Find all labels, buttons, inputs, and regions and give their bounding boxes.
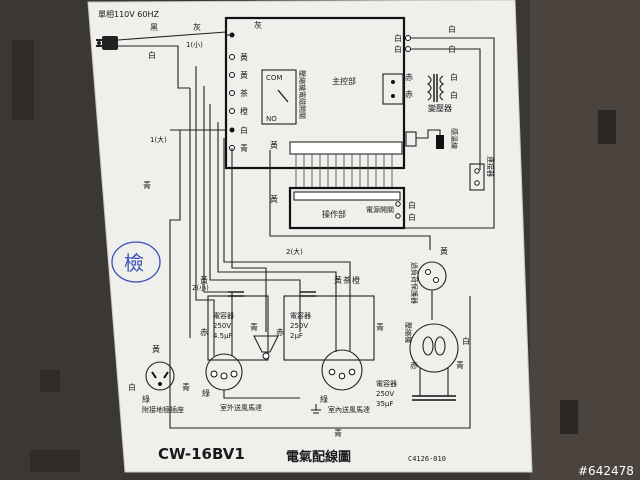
black-wire-label: 黑 — [150, 23, 158, 32]
gray-terminal-label: 灰 — [254, 20, 262, 30]
outdoor-fan-label: 室外送風馬達 — [220, 403, 262, 412]
terminal-yellow-2-label: 黃 — [240, 70, 248, 80]
outlet-label: 附接地極插座 — [142, 405, 184, 414]
outdoor-cap-label: 電容器 — [213, 311, 234, 320]
ribbon-connector — [289, 141, 403, 155]
right-white-label: 白 — [448, 24, 456, 34]
switch-white-2-label: 白 — [408, 212, 416, 222]
wire-code-1-small: 1(小) — [186, 40, 203, 49]
grounded-outlet-icon — [145, 361, 175, 391]
outlet-yellow-label: 黃 — [152, 344, 160, 354]
power-supply-text: 單相110V 60HZ — [98, 9, 159, 19]
ribbon-wires — [295, 154, 393, 188]
indoor-cap-label: 電容器 — [290, 311, 311, 320]
operation-panel — [288, 186, 406, 230]
outdoor-cap-uf: 4.5μF — [213, 332, 233, 340]
overload-label: 過負荷保護器 — [410, 262, 419, 304]
indoor-fan-motor-icon — [321, 349, 363, 391]
indoor-capacitor — [283, 295, 375, 361]
relay-yellow-label: 黃 — [270, 140, 278, 150]
relay-title: 壓縮機電磁開關 — [298, 70, 307, 119]
indoor-yellow-label: 黃 — [334, 275, 342, 285]
transformer-red-2-label: 赤 — [405, 90, 413, 99]
outdoor-yellow-label: 黃 — [200, 275, 208, 285]
compressor-motor-icon — [409, 323, 459, 373]
compressor-label: 壓縮機 — [404, 322, 413, 343]
comp-red-label: 赤 — [410, 361, 418, 370]
indoor-green-label: 綠 — [320, 394, 328, 404]
comp-blue-label: 青 — [456, 360, 464, 370]
indoor-cap-uf: 2μF — [290, 332, 303, 340]
indoor-cap-volts: 250V — [290, 322, 308, 330]
switch-white-label: 白 — [408, 200, 416, 210]
indoor-brown-label: 茶 — [343, 275, 351, 285]
gray-wire-label: 灰 — [193, 22, 201, 32]
indoor-red-label: 赤 — [276, 328, 284, 337]
model-number: CW-16BV1 — [158, 445, 245, 463]
outlet-white-label: 白 — [128, 382, 136, 392]
transformer-white-2-label: 白 — [450, 90, 458, 100]
outdoor-blue-label: 青 — [250, 322, 258, 332]
transformer-white-label: 白 — [450, 72, 458, 82]
comp-cap-volts: 250V — [376, 390, 394, 398]
compressor-relay — [261, 69, 297, 125]
document-code: C4126-010 — [408, 455, 446, 463]
terminal-white-label: 白 — [240, 125, 248, 135]
connector-block — [469, 163, 485, 191]
comp-cap-label: 電容器 — [376, 379, 397, 388]
wire-code-1-large: 1(大) — [150, 135, 167, 144]
mid-yellow-label: 黃 — [270, 194, 278, 204]
outdoor-green-label: 綠 — [202, 388, 210, 398]
ground-icon — [311, 404, 321, 414]
inspection-mark: 檢 — [124, 251, 144, 275]
power-switch-label: 電源開關 — [366, 205, 394, 214]
main-control-label: 主控部 — [332, 76, 356, 86]
control-board — [224, 16, 406, 170]
diagram-title: 電氣配線圖 — [286, 449, 351, 465]
terminal-blue-label: 青 — [240, 143, 248, 153]
transformer-red-label: 赤 — [405, 73, 413, 82]
output-white-2-label: 白 — [394, 44, 402, 54]
operation-connector — [293, 191, 401, 201]
terminal-yellow-label: 黃 — [240, 52, 248, 62]
thermistor-icon — [436, 135, 444, 149]
comp-cap-uf: 35μF — [376, 400, 393, 408]
indoor-fan-label: 室內送風馬達 — [328, 405, 370, 414]
power-plug-icon — [96, 36, 118, 50]
transformer-label: 變壓器 — [428, 103, 452, 113]
indoor-blue-label: 青 — [376, 322, 384, 332]
terminal-brown-label: 茶 — [240, 88, 248, 98]
outdoor-red-label: 赤 — [200, 328, 208, 337]
indoor-orange-label: 橙 — [352, 275, 360, 285]
watermark-id: #642478 — [578, 464, 634, 478]
relay-no-label: NO — [266, 115, 277, 123]
bulb-icon — [253, 335, 279, 360]
comp-white-label: 白 — [462, 336, 470, 346]
temp-sensor-label: 感溫線 — [450, 128, 459, 149]
inspection-stamp-circle — [111, 241, 161, 283]
cabinet-wood — [530, 0, 640, 480]
operation-label: 操作部 — [322, 209, 346, 219]
outlet-blue-label: 青 — [182, 382, 190, 392]
wire-code-2-small: 2(小) — [192, 283, 209, 292]
overload-yellow-label: 黃 — [440, 246, 448, 256]
connector-label: 連接器 — [486, 156, 495, 177]
bottom-blue-label: 青 — [334, 428, 342, 438]
transformer-connector — [382, 73, 404, 105]
output-white-1-label: 白 — [394, 33, 402, 43]
transformer-coil-icon — [427, 74, 444, 102]
outlet-green-label: 綠 — [142, 394, 150, 404]
wire-code-2-large: 2(大) — [286, 247, 303, 256]
sensor-socket — [405, 131, 417, 147]
terminal-orange-label: 橙 — [240, 106, 248, 116]
left-blue-label: 青 — [143, 180, 151, 190]
relay-com-label: COM — [266, 74, 282, 82]
white-wire-label: 白 — [148, 50, 156, 60]
white-output-terminals — [405, 35, 411, 52]
outdoor-cap-volts: 250V — [213, 322, 231, 330]
